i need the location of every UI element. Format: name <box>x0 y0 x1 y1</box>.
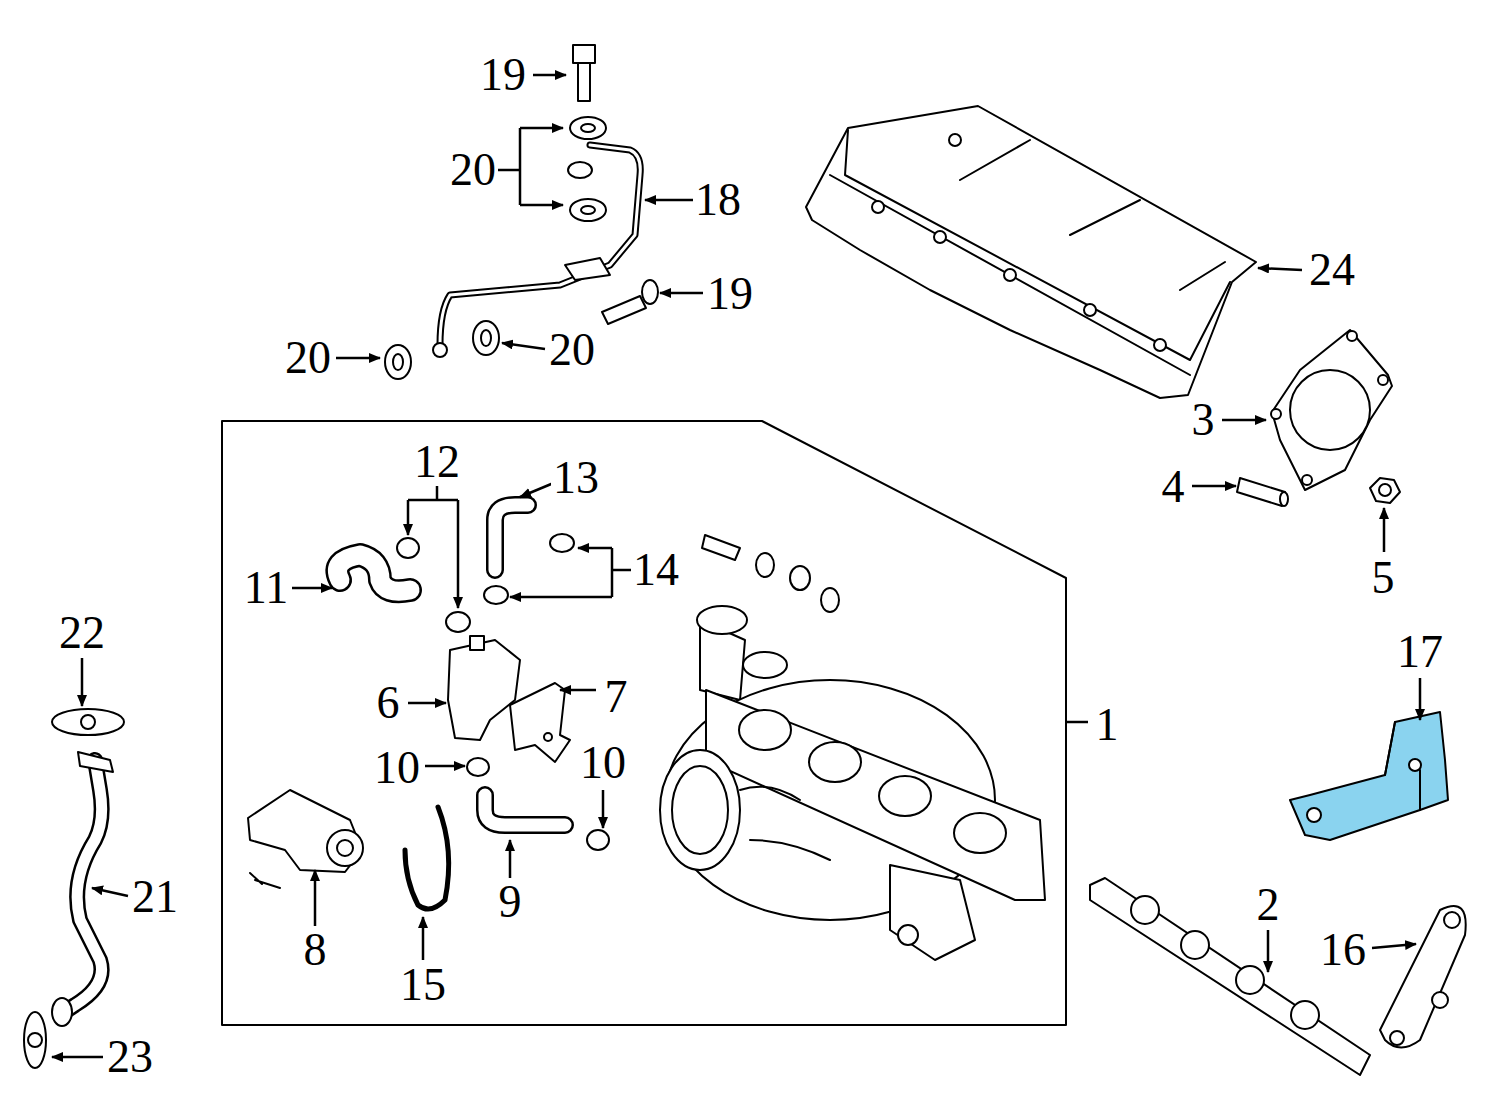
callout-number: 22 <box>57 610 107 656</box>
callout-number: 8 <box>302 927 329 973</box>
callout-number: 10 <box>372 745 422 791</box>
callout-number: 12 <box>412 439 462 485</box>
callout-number: 15 <box>398 962 448 1008</box>
callout-number: 19 <box>478 52 528 98</box>
callout-number: 24 <box>1307 247 1357 293</box>
callout-number: 21 <box>130 874 180 920</box>
callout-number: 6 <box>375 680 402 726</box>
callout-number: 14 <box>631 547 681 593</box>
callout-number: 5 <box>1370 555 1397 601</box>
callout-number: 7 <box>603 674 630 720</box>
callout-number: 13 <box>551 455 601 501</box>
callout-number: 20 <box>283 335 333 381</box>
callout-number: 4 <box>1160 464 1187 510</box>
callout-number: 1 <box>1094 702 1121 748</box>
callout-number: 2 <box>1255 882 1282 928</box>
callout-number: 11 <box>242 565 290 611</box>
callout-number: 9 <box>497 879 524 925</box>
callout-number: 17 <box>1395 629 1445 675</box>
callout-number: 19 <box>705 271 755 317</box>
callout-number: 10 <box>578 740 628 786</box>
callout-number: 18 <box>693 177 743 223</box>
callout-number: 16 <box>1318 927 1368 973</box>
callout-number: 20 <box>547 327 597 373</box>
callout-number: 3 <box>1190 397 1217 443</box>
callout-number: 23 <box>105 1034 155 1080</box>
callout-number: 20 <box>448 147 498 193</box>
